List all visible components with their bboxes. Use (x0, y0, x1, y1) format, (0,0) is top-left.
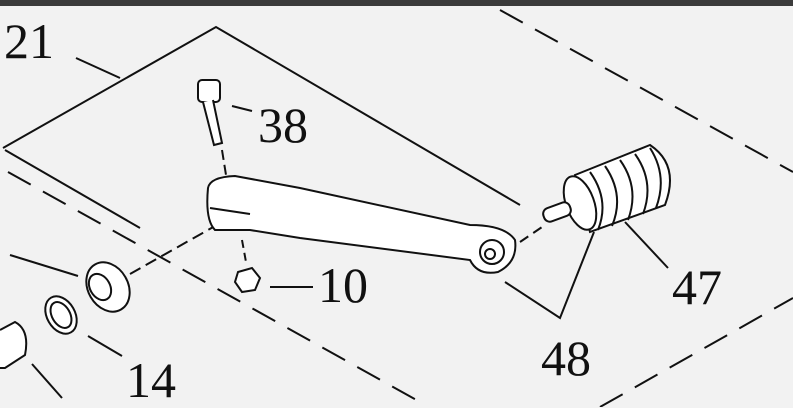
callout-47: 47 (672, 259, 722, 315)
washer-14 (44, 295, 123, 357)
axis-line (129, 225, 216, 275)
dashed-outline (599, 297, 793, 407)
callout-38: 38 (258, 97, 308, 153)
dashed-outline (499, 9, 793, 173)
spacer (0, 320, 63, 399)
frame-outline (2, 25, 521, 206)
axis-line (241, 239, 247, 263)
axis-line (221, 149, 227, 176)
callout-10: 10 (318, 257, 368, 313)
bushing (9, 254, 131, 313)
callout-14: 14 (126, 352, 176, 408)
axis-line (519, 224, 546, 243)
callout-48: 48 (541, 330, 591, 386)
callout-21: 21 (4, 13, 54, 69)
bolt-38 (197, 79, 253, 147)
shift-lever-arm (206, 174, 517, 274)
frame-edge (4, 149, 141, 229)
leader-48 (504, 231, 595, 320)
nut-10 (233, 266, 313, 294)
top-bar (0, 0, 793, 6)
leader-21 (75, 57, 121, 79)
footpeg-rubber-47 (542, 143, 671, 269)
